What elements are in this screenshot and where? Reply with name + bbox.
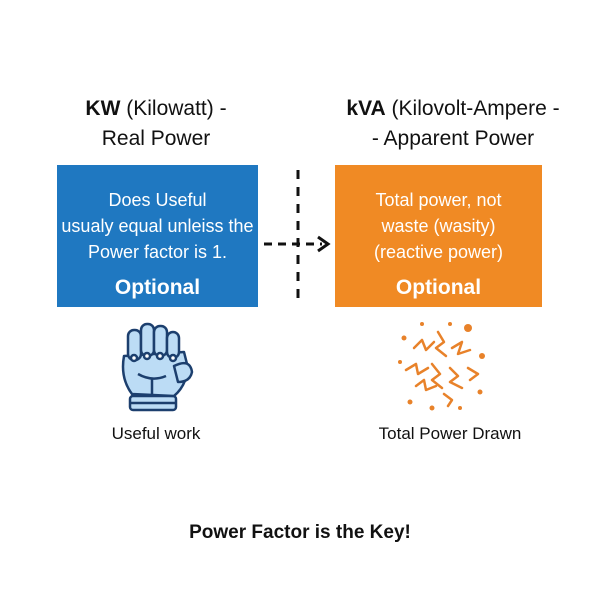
kva-box-line: Total power, not (375, 190, 502, 210)
useful-work-caption: Useful work (111, 424, 201, 443)
kw-box-optional-label: Optional (114, 276, 201, 299)
kva-box-optional-label: Optional (395, 276, 482, 299)
dashed-connector (264, 170, 331, 305)
kw-heading-subtitle: Real Power (101, 127, 211, 150)
kva-heading-subtitle: - Apparent Power (371, 127, 535, 150)
kva-box: Total power, not waste (wasity) (reactiv… (335, 165, 542, 307)
kw-box-line: usualy equal unleiss the (61, 216, 254, 236)
kva-heading: kVA (Kilovolt-Ampere - - Apparent Power (318, 94, 588, 154)
kw-box: Does Useful usualy equal unleiss the Pow… (57, 165, 258, 307)
kva-heading-abbr: kVA (346, 97, 386, 120)
kva-heading-expansion: (Kilovolt-Ampere - (385, 97, 560, 120)
kw-box-description: Does Useful usualy equal unleiss the Pow… (57, 187, 258, 265)
kw-heading: KW (Kilowatt) - Real Power (40, 94, 272, 154)
kva-box-line: waste (wasity) (381, 216, 496, 236)
kw-box-line: Power factor is 1. (87, 242, 228, 262)
robot-fist-icon (121, 322, 194, 412)
energy-burst-icon (398, 322, 485, 411)
kw-heading-abbr: KW (85, 97, 121, 120)
arrow-head-icon (317, 235, 331, 253)
total-power-caption: Total Power Drawn (378, 424, 522, 443)
kw-heading-expansion: (Kilowatt) - (120, 97, 227, 120)
kw-box-line: Does Useful (108, 190, 207, 210)
footer-message: Power Factor is the Key! (189, 522, 411, 543)
kva-box-line: (reactive power) (373, 242, 504, 262)
kva-box-description: Total power, not waste (wasity) (reactiv… (335, 187, 542, 265)
